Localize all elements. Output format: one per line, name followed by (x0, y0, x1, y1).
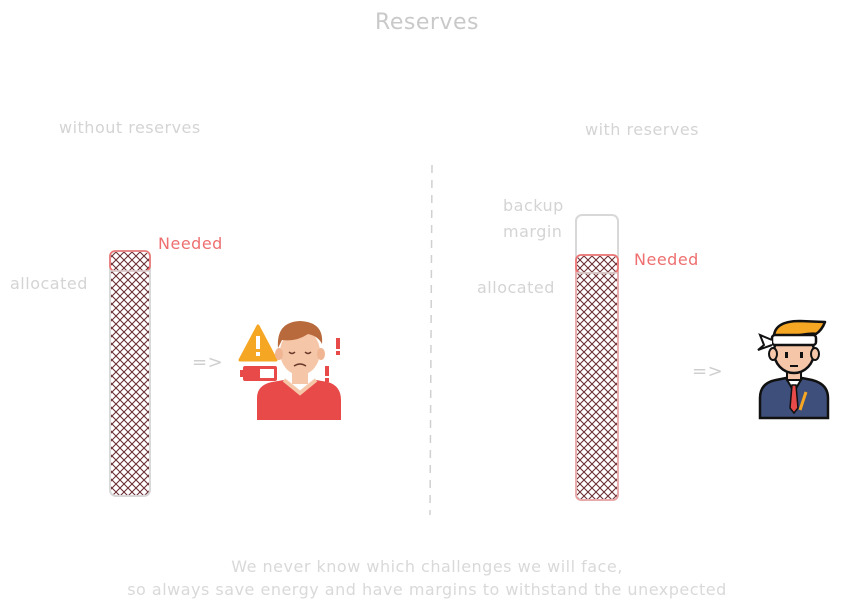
right-allocated-label: allocated (477, 278, 555, 297)
page-title: Reserves (375, 10, 479, 35)
focused-person-headband-icon (757, 319, 830, 420)
left-allocation-bar (109, 250, 151, 497)
left-allocated-label: allocated (10, 274, 88, 293)
divider-line (429, 164, 433, 516)
left-needed-label: Needed (158, 234, 223, 253)
right-allocation-bar (575, 214, 619, 501)
backup-label-line2: margin (503, 222, 563, 241)
footer-line2: so always save energy and have margins t… (127, 580, 727, 599)
stressed-person-low-battery-icon (238, 321, 341, 420)
backup-label-line1: backup (503, 196, 564, 215)
right-arrow: => (692, 361, 724, 382)
right-needed-label: Needed (634, 250, 699, 269)
left-heading: without reserves (59, 118, 201, 137)
left-arrow: => (192, 352, 224, 373)
footer-line1: We never know which challenges we will f… (231, 557, 623, 576)
right-heading: with reserves (585, 120, 700, 139)
